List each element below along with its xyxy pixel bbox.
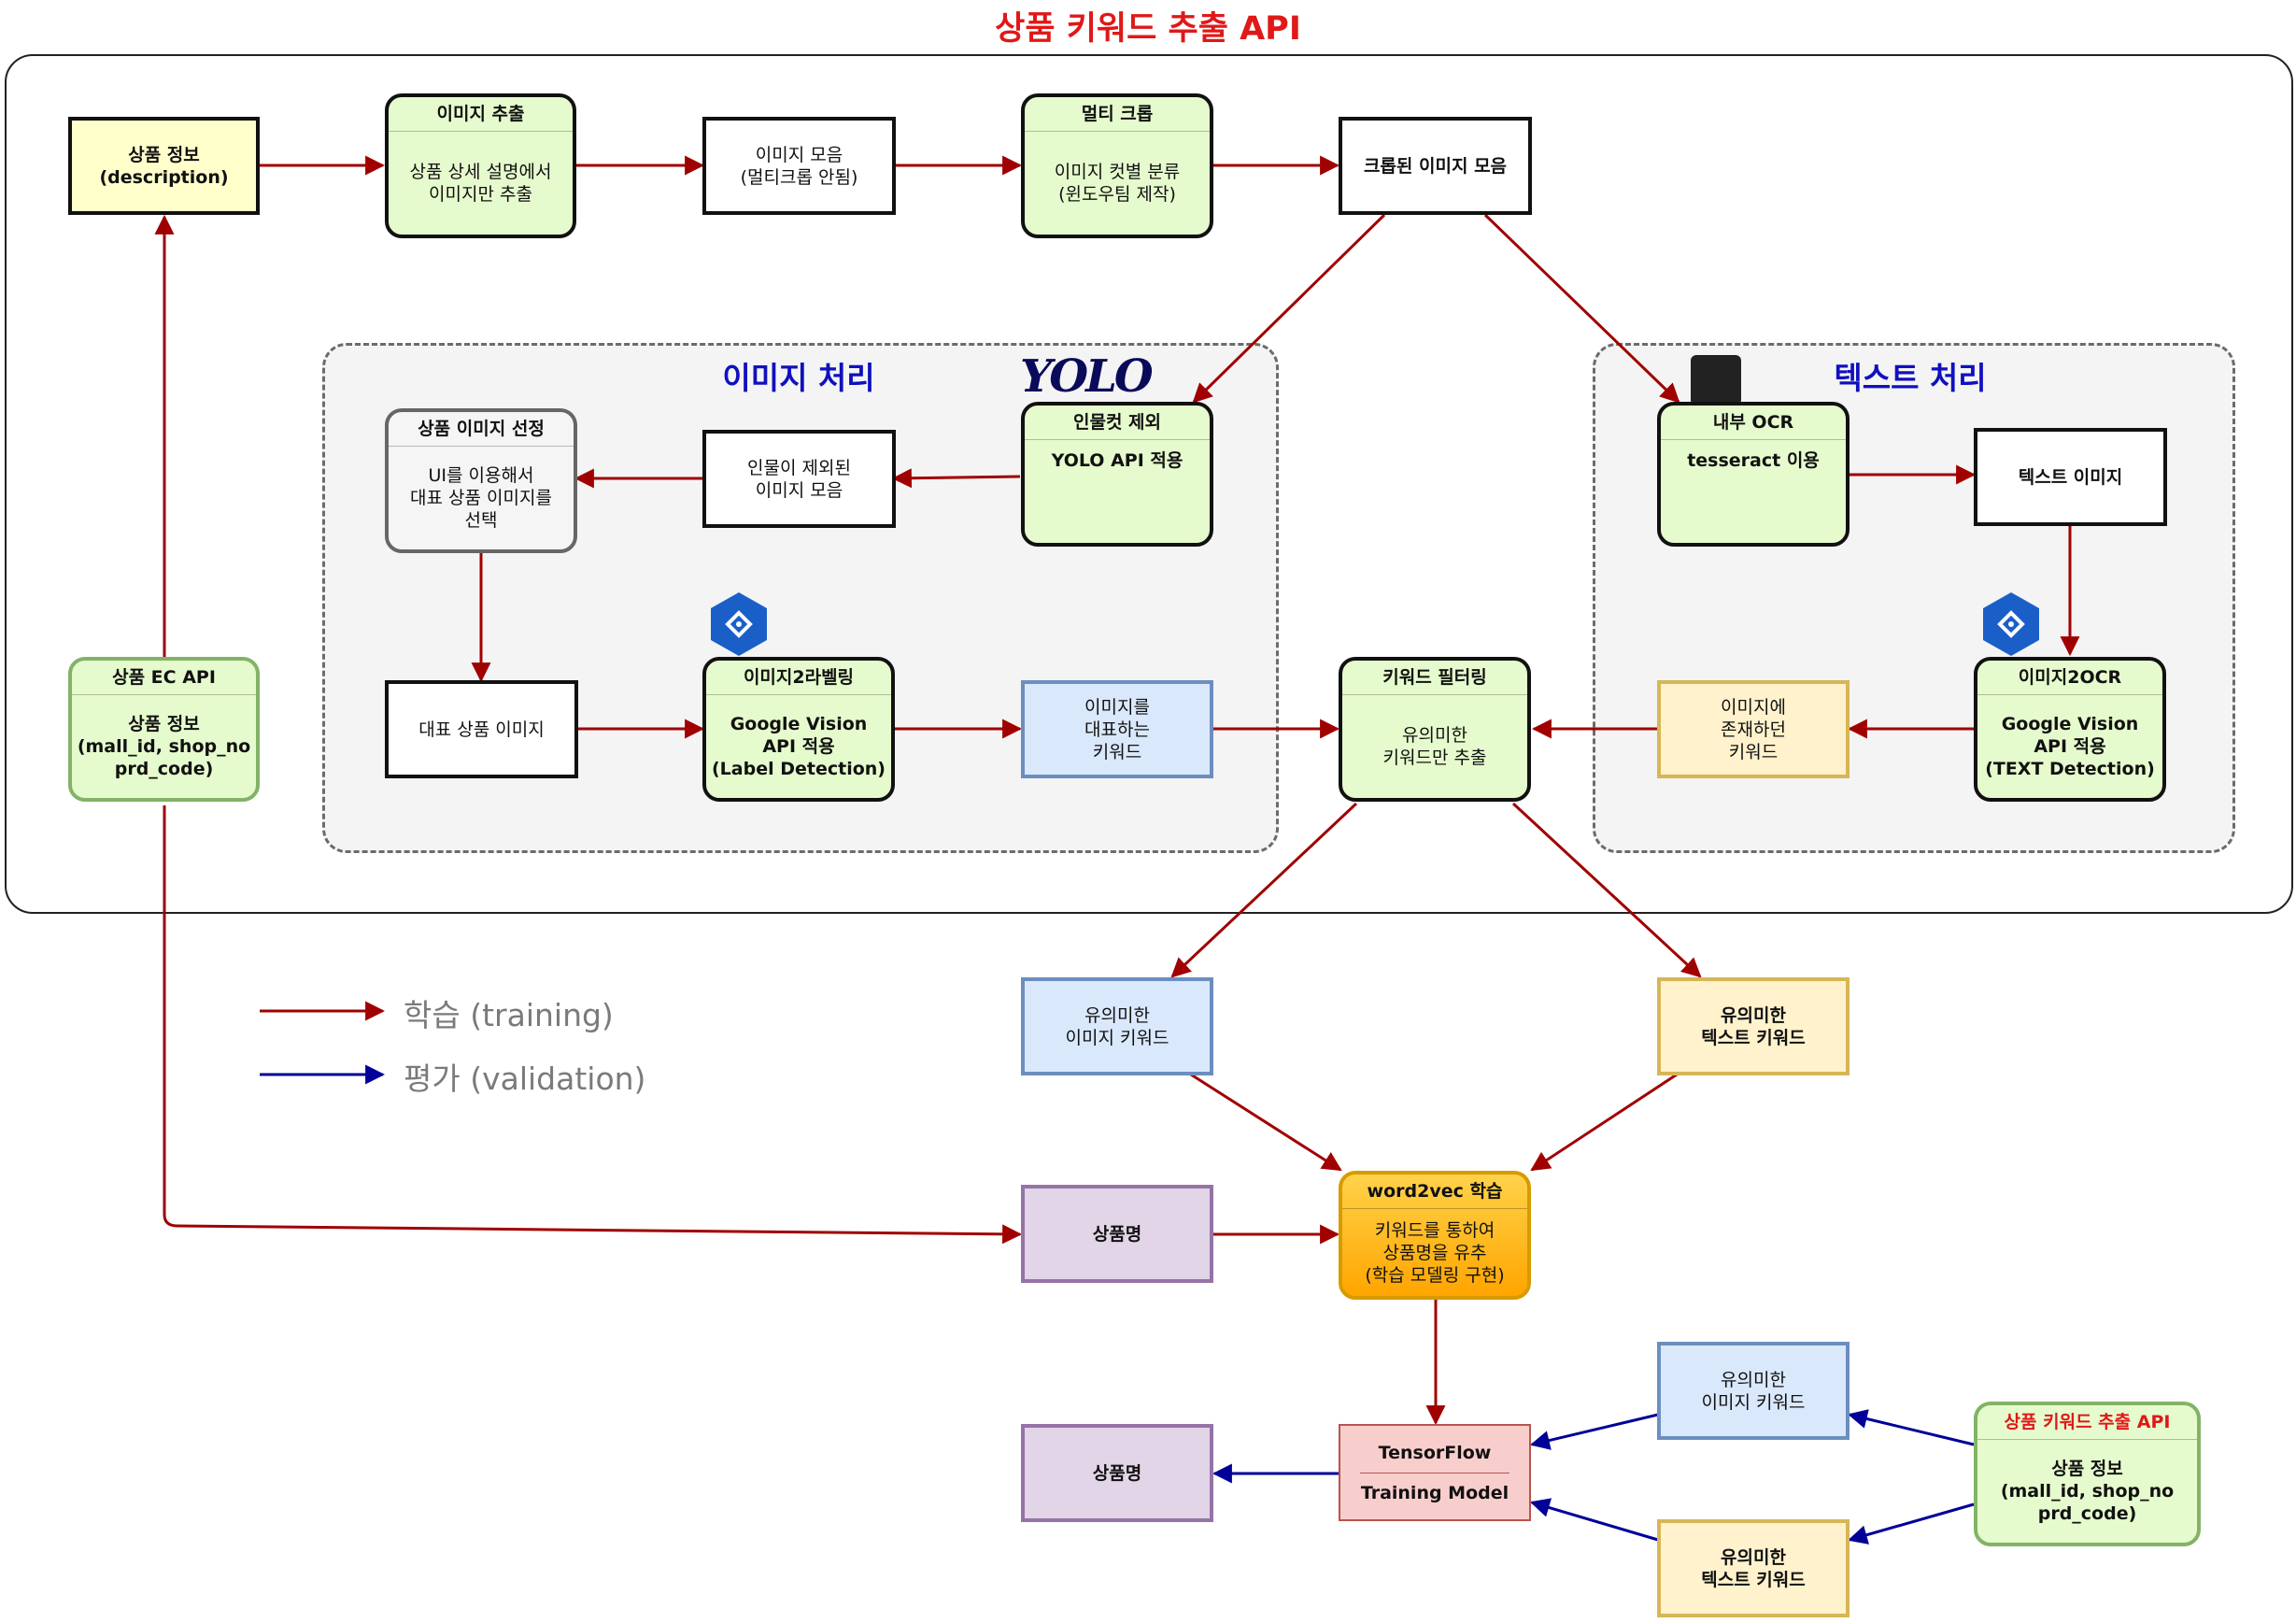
google-cloud-vision-icon (711, 592, 767, 656)
rep-image-box: 대표 상품 이미지 (385, 680, 578, 778)
arrow-ec-to-name (163, 805, 1023, 1245)
image-extract-title: 이미지 추출 (389, 97, 573, 132)
legend-validation-label: 평가 (validation) (404, 1061, 646, 1097)
predicted-product-name-box: 상품명 (1021, 1424, 1213, 1522)
product-image-select-body: UI를 이용해서 대표 상품 이미지를 선택 (410, 465, 552, 531)
person-cut-remove-card: 인물컷 제외 YOLO API 적용 (1021, 402, 1213, 547)
yolo-logo-icon: YOLO (1020, 350, 1154, 403)
person-removed-box: 인물이 제외된 이미지 모음 (702, 430, 896, 528)
product-image-select-title: 상품 이미지 선정 (389, 412, 574, 447)
legend-training-label: 학습 (training) (404, 997, 614, 1033)
arrow-api-to-valimg (1847, 1409, 1975, 1446)
image2ocr-title: 이미지2OCR (1977, 661, 2162, 695)
word2vec-title: word2vec 학습 (1342, 1175, 1527, 1209)
ec-api-body: 상품 정보 (mall_id, shop_no prd_code) (77, 714, 251, 779)
product-image-select-card: 상품 이미지 선정 UI를 이용해서 대표 상품 이미지를 선택 (385, 408, 577, 553)
arrow-filter-to-mtext (1511, 802, 1702, 978)
training-model-label: Training Model (1360, 1482, 1509, 1503)
multi-crop-body: 이미지 컷별 분류 (윈도우팀 제작) (1054, 162, 1181, 205)
product-info-box: 상품 정보 (description) (68, 117, 260, 215)
image2label-title: 이미지2라벨링 (706, 661, 891, 695)
image-keywords-box: 이미지를 대표하는 키워드 (1021, 680, 1213, 778)
ec-api-card: 상품 EC API 상품 정보 (mall_id, shop_no prd_co… (68, 657, 260, 802)
tensorflow-divider (1360, 1472, 1509, 1474)
image-collection-box: 이미지 모음 (멀티크롭 안됨) (702, 117, 896, 215)
keyword-api-body: 상품 정보 (mall_id, shop_no prd_code) (2000, 1459, 2175, 1524)
image2label-card: 이미지2라벨링 Google Vision API 적용 (Label Dete… (702, 657, 895, 802)
cropped-images-box: 크롭된 이미지 모음 (1339, 117, 1532, 215)
arrow-filter-to-mimg (1170, 802, 1358, 978)
meaningful-text-keywords-box: 유의미한 텍스트 키워드 (1657, 977, 1850, 1075)
arrow-valtext-to-tf (1529, 1498, 1659, 1542)
word2vec-body: 키워드를 통하여 상품명을 유추 (학습 모델링 구현) (1365, 1219, 1505, 1286)
text-processing-title: 텍스트 처리 (1834, 360, 1987, 396)
text-keywords-box: 이미지에 존재하던 키워드 (1657, 680, 1850, 778)
arrow-yolo-to-removed (891, 468, 1021, 489)
multi-crop-card: 멀티 크롭 이미지 컷별 분류 (윈도우팀 제작) (1021, 93, 1213, 238)
arrow-valimg-to-tf (1529, 1413, 1659, 1450)
keyword-filter-title: 키워드 필터링 (1342, 661, 1527, 695)
product-name-box: 상품명 (1021, 1185, 1213, 1283)
person-cut-remove-body: YOLO API 적용 (1051, 450, 1183, 471)
diagram-title: 상품 키워드 추출 API (995, 10, 1301, 48)
keyword-filter-card: 키워드 필터링 유의미한 키워드만 추출 (1339, 657, 1531, 802)
google-cloud-vision-icon-2 (1983, 592, 2039, 656)
image2label-body: Google Vision API 적용 (Label Detection) (712, 714, 886, 779)
arrow-cropped-to-ocr (1483, 213, 1680, 404)
person-cut-remove-title: 인물컷 제외 (1025, 406, 1210, 440)
internal-ocr-body: tesseract 이용 (1687, 450, 1820, 471)
arrow-mtext-to-w2v (1530, 1073, 1678, 1172)
internal-ocr-title: 내부 OCR (1661, 406, 1846, 440)
image2ocr-body: Google Vision API 적용 (TEXT Detection) (1985, 714, 2155, 779)
validation-image-keywords-box: 유의미한 이미지 키워드 (1657, 1342, 1850, 1440)
keyword-api-card: 상품 키워드 추출 API 상품 정보 (mall_id, shop_no pr… (1974, 1402, 2201, 1546)
internal-ocr-card: 내부 OCR tesseract 이용 (1657, 402, 1850, 547)
word2vec-card: word2vec 학습 키워드를 통하여 상품명을 유추 (학습 모델링 구현) (1339, 1171, 1531, 1300)
image-extract-body: 상품 상세 설명에서 이미지만 추출 (409, 162, 552, 205)
tesseract-logo-icon (1691, 355, 1741, 406)
tensorflow-label: TensorFlow (1378, 1442, 1492, 1463)
keyword-filter-body: 유의미한 키워드만 추출 (1382, 725, 1487, 768)
validation-text-keywords-box: 유의미한 텍스트 키워드 (1657, 1519, 1850, 1617)
image-processing-title: 이미지 처리 (722, 360, 875, 396)
arrow-cropped-to-yolo (1192, 213, 1386, 404)
image-extract-card: 이미지 추출 상품 상세 설명에서 이미지만 추출 (385, 93, 576, 238)
keyword-api-title: 상품 키워드 추출 API (1977, 1405, 2197, 1440)
tensorflow-model-box: TensorFlow Training Model (1339, 1424, 1531, 1521)
multi-crop-title: 멀티 크롭 (1025, 97, 1210, 132)
arrow-mimg-to-w2v (1190, 1073, 1342, 1172)
text-image-box: 텍스트 이미지 (1974, 428, 2167, 526)
meaningful-image-keywords-box: 유의미한 이미지 키워드 (1021, 977, 1213, 1075)
arrow-api-to-valtext (1847, 1502, 1975, 1545)
ec-api-title: 상품 EC API (72, 661, 256, 695)
image2ocr-card: 이미지2OCR Google Vision API 적용 (TEXT Detec… (1974, 657, 2166, 802)
